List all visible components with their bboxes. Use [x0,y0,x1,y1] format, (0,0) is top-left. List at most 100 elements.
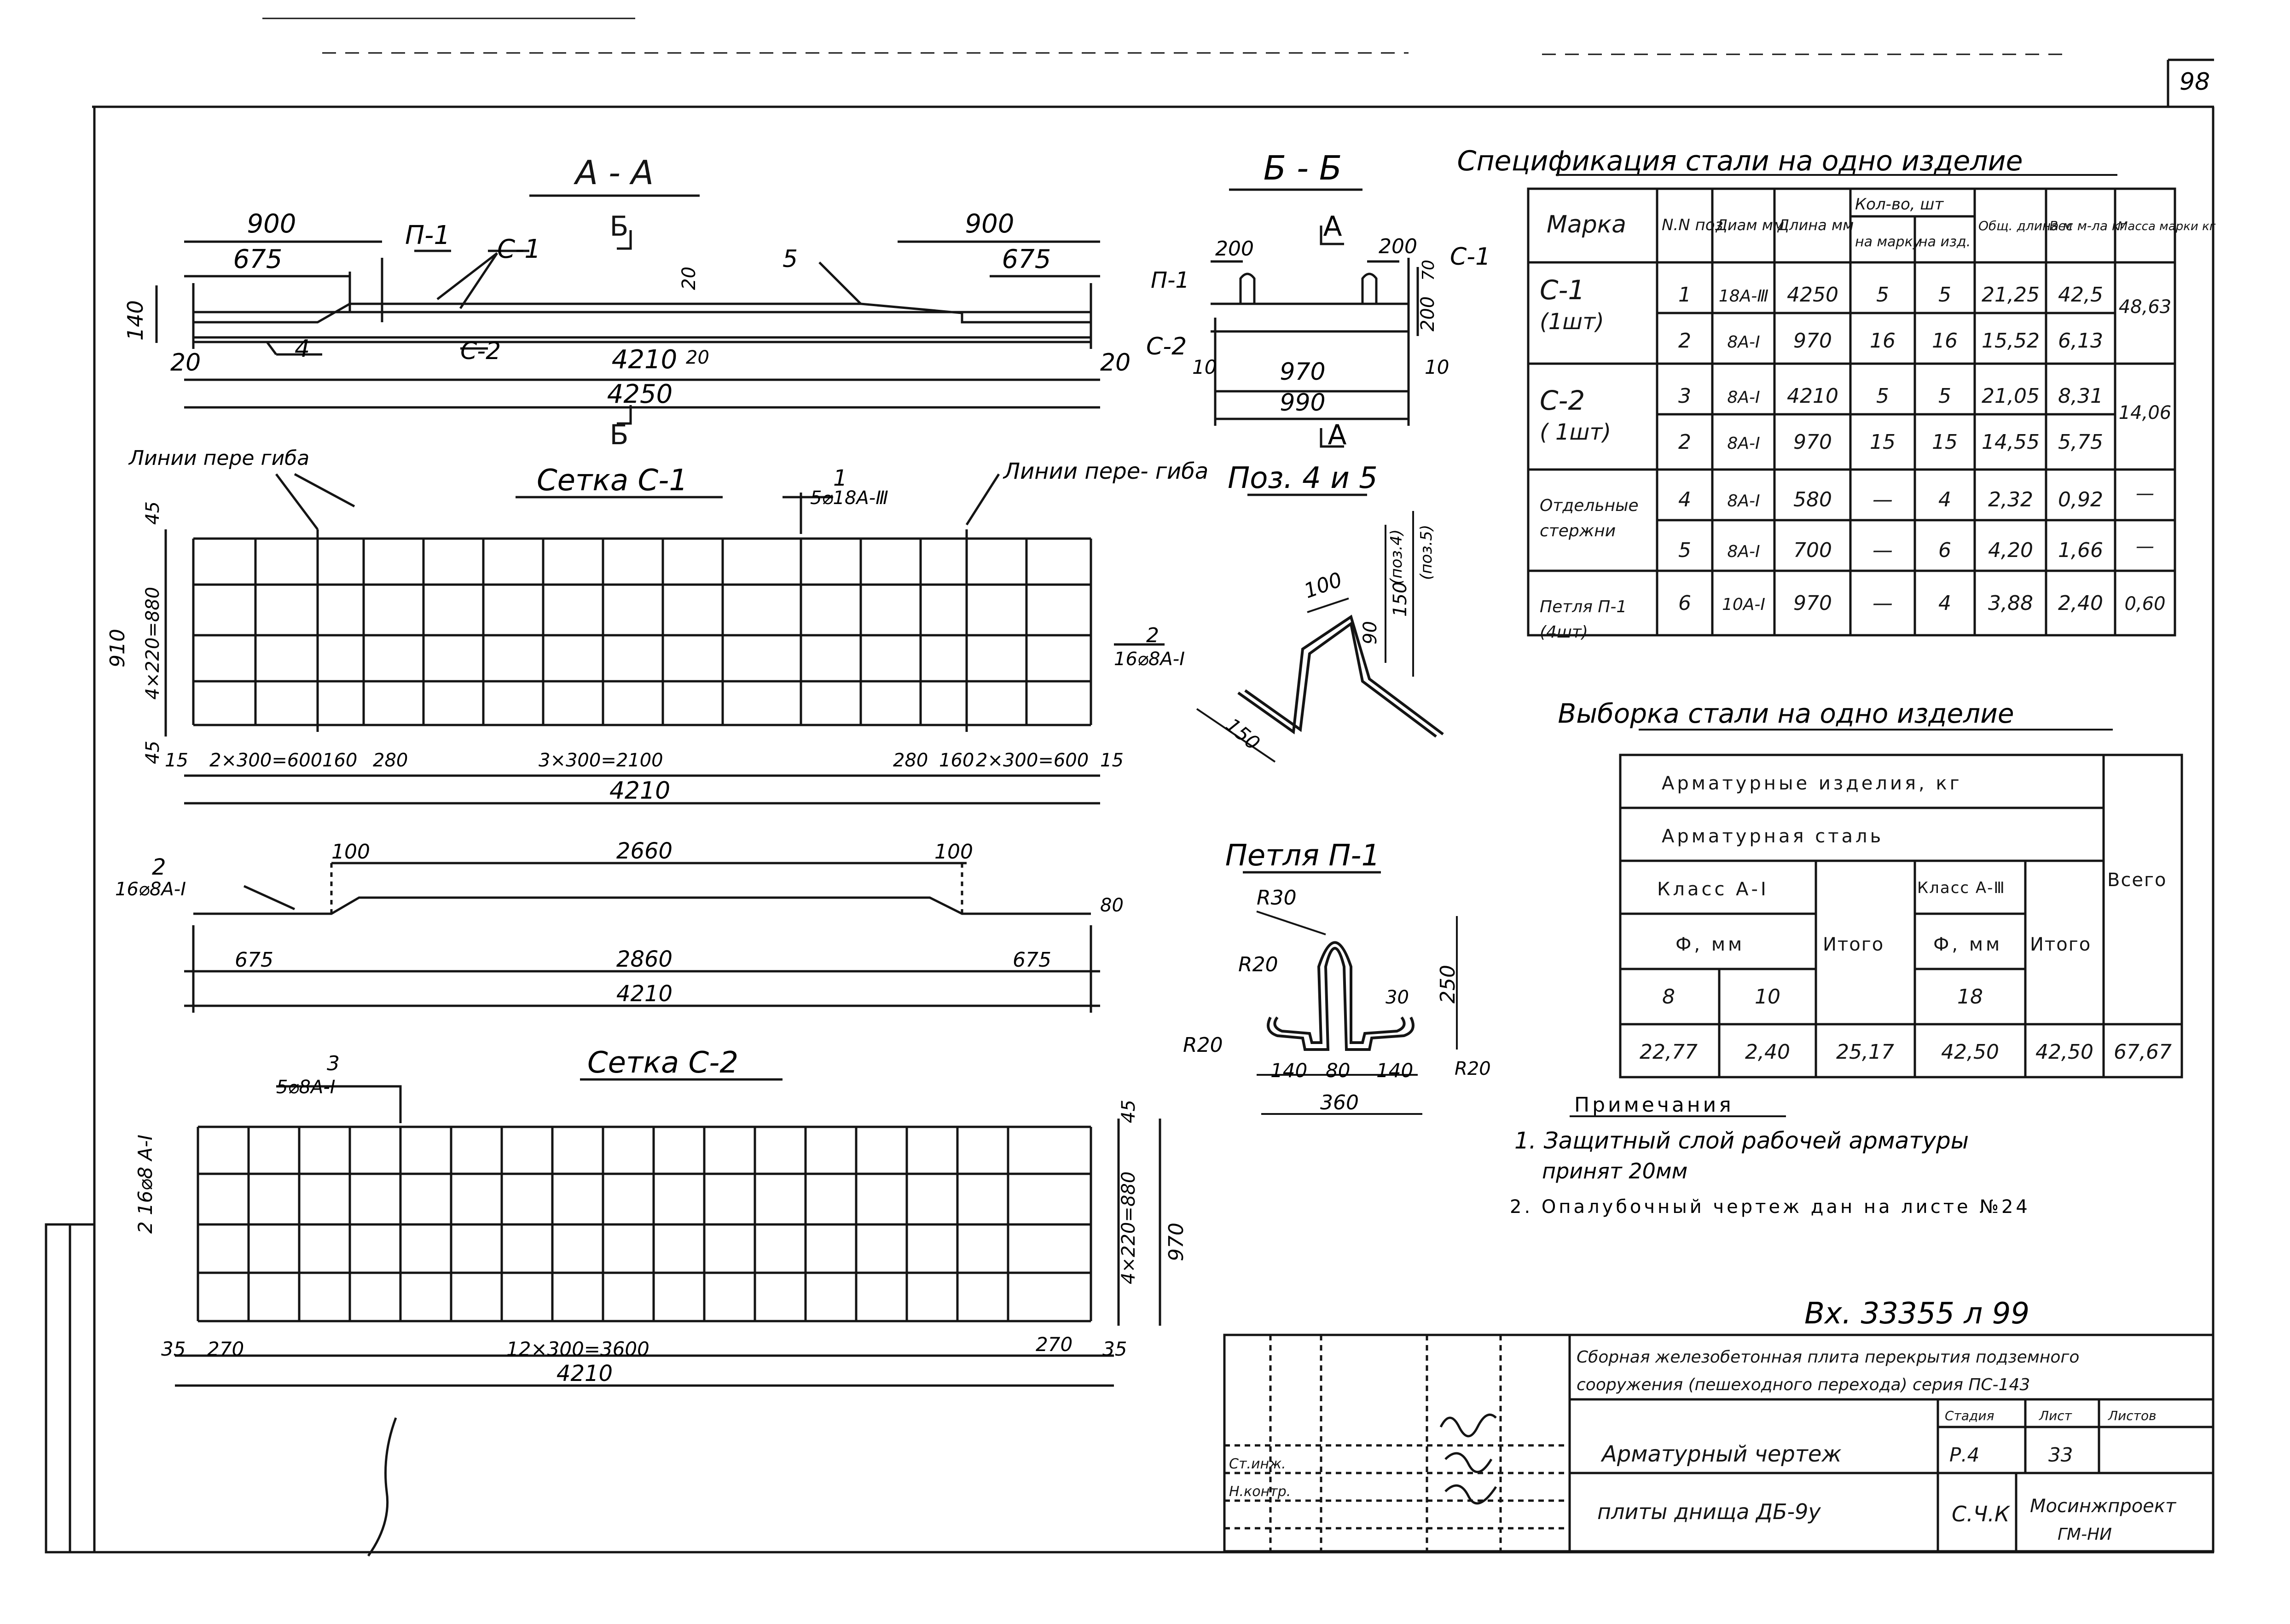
dim-200-right-bb: 200 [1379,235,1417,258]
mesh-c2-bdim-1: 35 [161,1338,186,1360]
sample-itogo-a3: Итого [2030,934,2091,955]
spec-h-qty-mark: на марку [1855,234,1922,250]
section-aa-cut-bottom: Б [609,419,628,451]
spec-cell-q2: 5 [1938,283,1951,307]
tb-org: Мосинжпроект [2030,1496,2177,1517]
callout-c1-aa: С-1 [497,234,541,264]
section-aa-title: А - А [574,153,654,192]
spec-cell-w: 0,92 [2058,488,2103,511]
spec-cell-q1: 16 [1870,329,1896,353]
dim-20-left: 20 [170,349,201,377]
callout-loop-aa: П-1 [405,220,450,250]
mesh-c1-bdim-6: 280 [893,750,928,771]
signatures [367,1413,1497,1557]
spec-cell-pos: 2 [1678,430,1691,454]
loop-dim-360: 360 [1320,1091,1359,1114]
mesh-c1-dim-top: 45 [142,501,163,525]
sample-phi-a3: Ф, мм [1933,934,2002,955]
tb-role-2: Н.контр. [1229,1484,1291,1500]
spec-cell-pos: 3 [1678,384,1691,408]
sheet-number: 98 [2180,68,2210,96]
tb-sheet: 33 [2048,1444,2073,1466]
pos45-dim-90: 90 [1360,621,1381,644]
spec-cell-diam: 8А-Ⅰ [1727,434,1760,453]
spec-cell-q2: 16 [1932,329,1958,353]
bent-profile-drawing [184,862,1100,1013]
spec-mass-value: — [2136,536,2154,557]
mesh-c2-dim-total: 970 [1165,1223,1188,1261]
mesh-c1-grid [164,473,1165,805]
spec-h-pos: N.N поз [1662,216,1723,234]
spec-cell-pos: 4 [1678,488,1691,511]
mesh-c2-bdim-5: 35 [1102,1338,1127,1360]
spec-cell-len: 700 [1793,539,1832,562]
sample-d10: 10 [1755,985,1780,1009]
profile-total: 4210 [616,981,673,1007]
sample-d18: 18 [1957,985,1983,1009]
dim-70-bb: 70 [1419,260,1438,281]
mesh-c2-dim-top: 45 [1118,1100,1139,1123]
callout-loop-bb: П-1 [1151,267,1189,293]
spec-h-total-len: Общ. длина м [1978,218,2072,233]
mesh-c2-left-label: 2 16⌀8 А-Ⅰ [134,1135,157,1234]
callout-pos5-aa: 5 [783,245,798,273]
sample-v4: 42,50 [1941,1040,1999,1064]
profile-height: 80 [1100,895,1124,916]
spec-cell-len: 970 [1793,592,1832,615]
sample-vsego: Всего [2107,870,2167,891]
spec-cell-tl: 14,55 [1982,430,2040,454]
mesh-c2-total: 4210 [557,1361,613,1386]
spec-mass-value: 14,06 [2119,402,2172,423]
spec-cell-len: 4210 [1787,384,1838,408]
spec-row-mark-qty: (4шт) [1540,623,1588,642]
section-bb-cut-bottom: А [1328,419,1346,451]
sample-class-a3: Класс А-Ⅲ [1917,879,2006,897]
spec-cell-q1: 5 [1876,384,1889,408]
spec-cell-tl: 21,25 [1982,283,2040,307]
mesh-c2-grid [175,1078,1161,1387]
spec-cell-tl: 2,32 [1988,488,2033,511]
sample-d8: 8 [1662,985,1675,1009]
profile-bot-dim-2: 2860 [616,946,673,972]
spec-cell-len: 4250 [1787,283,1838,307]
spec-cell-pos: 5 [1678,539,1691,562]
mesh-c1-dim-total: 910 [106,629,129,667]
spec-h-diam: Диам мм [1715,216,1784,234]
spec-cell-q2: 4 [1938,592,1951,615]
spec-mass-value: 48,63 [2119,296,2172,318]
tb-sheet-header: Лист [2039,1408,2072,1423]
dim-10-left-bb: 10 [1192,356,1217,378]
section-bb-cut: А [1323,210,1342,243]
spec-row-mark: Отдельные [1540,496,1639,515]
tb-project-line2: сооружения (пешеходного перехода) серия … [1577,1375,2030,1394]
dim-990-bb: 990 [1280,389,1325,417]
profile-pos-num: 2 [152,854,166,880]
dim-20-top: 20 [678,267,700,290]
sample-v3: 25,17 [1836,1040,1894,1064]
callout-c2-bb: С-2 [1146,333,1187,360]
dim-200-height-bb: 200 [1417,296,1438,331]
spec-row-mark-qty: ( 1шт) [1540,419,1611,445]
tb-code: С.Ч.К [1952,1502,2011,1526]
section-aa-drawing [155,194,1100,425]
spec-h-qty-item: на изд. [1919,234,1971,250]
spec-cell-q2: 6 [1938,539,1951,562]
spec-cell-pos: 2 [1678,329,1691,353]
spec-cell-w: 42,5 [2058,283,2103,307]
notes-title: Примечания [1574,1093,1734,1117]
spec-cell-q1: — [1873,592,1893,615]
mesh-c1-total: 4210 [609,777,670,805]
spec-cell-w: 6,13 [2058,329,2103,353]
tb-stage-header: Стадия [1945,1408,1994,1423]
section-aa-cut-top: Б [609,210,628,243]
spec-cell-len: 970 [1793,430,1832,454]
note-2: 2. Опалубочный чертеж дан на листе №24 [1510,1196,2030,1218]
pos45-dim-150: 150 [1222,713,1264,754]
spec-cell-tl: 15,52 [1982,329,2040,353]
dim-10-right-bb: 10 [1425,356,1449,378]
mesh-c1-bdim-9: 15 [1100,750,1124,771]
spec-mass-value: 0,60 [2124,593,2165,615]
profile-top-dim-2: 2660 [616,838,673,864]
tb-sheets-header: Листов [2108,1408,2157,1423]
spec-row-mark-qty: стержни [1540,522,1616,540]
